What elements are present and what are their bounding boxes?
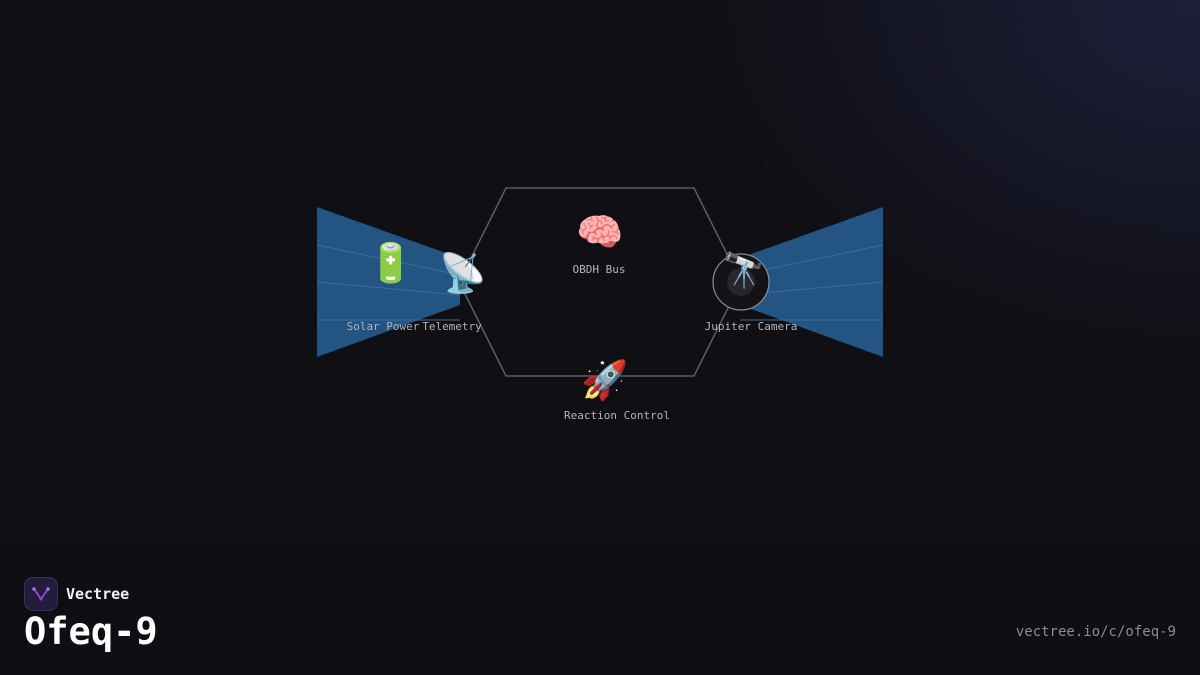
node-label-jupiter-camera: Jupiter Camera — [704, 320, 798, 333]
satellite-body-hexagon — [458, 187, 742, 377]
satellite-antenna-icon: 📡 — [439, 251, 487, 295]
node-label-reaction-control: Reaction Control — [564, 409, 670, 422]
node-label-solar-power: Solar Power — [346, 320, 420, 333]
node-label-telemetry: Telemetry — [422, 320, 482, 333]
share-url[interactable]: vectree.io/c/ofeq-9 — [1015, 624, 1176, 640]
battery-icon: 🔋 — [367, 241, 415, 285]
brand-name: Vectree — [66, 585, 130, 603]
vectree-logo-icon — [24, 577, 58, 611]
left-solar-panel — [316, 207, 461, 357]
camera-lens-inner — [727, 268, 755, 296]
node-label-obdh-bus: OBDH Bus — [572, 263, 626, 276]
page-title: Ofeq-9 — [24, 610, 158, 653]
brain-icon: 🧠 — [576, 210, 624, 254]
rocket-icon: 🚀 — [581, 358, 629, 402]
telescope-icon: 🔭 — [722, 251, 766, 291]
brand: Vectree — [24, 577, 129, 611]
